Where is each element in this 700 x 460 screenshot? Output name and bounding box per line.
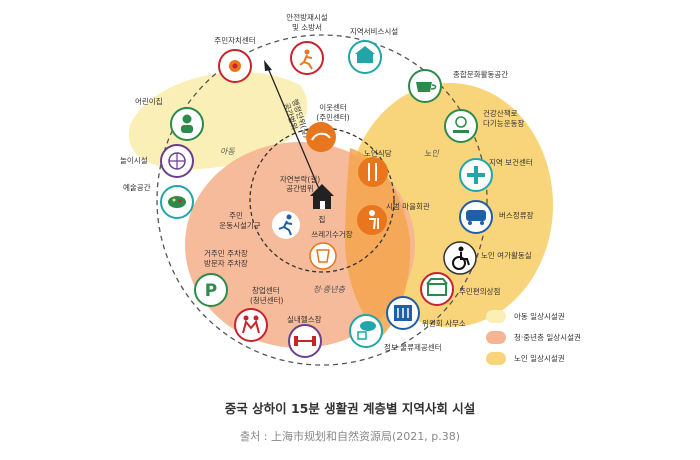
committee-office-label: 위원회 사무소 [422,319,466,328]
regional-service-icon [348,40,382,74]
kindergarten-icon [170,107,204,141]
health-trail-label-1: 건강산책로 [483,108,518,118]
resident-sports-label-1: 주민 [229,210,243,220]
legend-item-child: 아동 일상시설권 [486,306,581,327]
legend-label-elder: 노인 일상시설권 [514,354,565,363]
safety-fire-icon [290,41,324,75]
elder-leisure-icon [443,241,477,275]
resident-sports-icon [272,211,300,239]
walk-range-line2: 공간범위 [286,183,314,193]
bus-stop-label: 버스정류장 [499,210,534,220]
safety-fire-label-1: 안전방재시설 [286,12,327,22]
kindergarten-label: 어린이집 [135,96,163,106]
canteen-label: 노인식당 [364,148,392,158]
startup-center-icon [234,308,268,342]
caption-source: 출처 : 上海市规划和自然资源局(2021, p.38) [240,430,460,443]
zone-label-child: 아동 [220,147,235,156]
bus-stop-icon [459,200,493,234]
residents-center-label: 주민자치센터 [214,35,255,45]
health-center-label: 지역 보건센터 [489,157,533,167]
info-logistics-label: 정보·물류제공센터 [384,342,442,352]
indoor-gym-label: 실내헬스장 [287,314,322,324]
cultural-activity-icon [408,69,442,103]
legend-label-child: 아동 일상시설권 [514,312,565,321]
home-icon [310,184,334,209]
caption-title: 중국 상하이 15분 생활권 계층별 지역사회 시설 [224,401,476,416]
elder-leisure-label: 노인 여가활동실 [481,250,532,260]
health-trail-icon [444,109,478,143]
art-space-label: 예술공간 [123,182,151,192]
parking-label-2: 방문자 주차장 [204,258,248,268]
cultural-activity-label: 종합문화활동공간 [453,69,508,79]
info-logistics-icon [349,314,383,348]
parking-label-1: 거주민 주차장 [204,248,248,258]
waste-station-label: 쓰레기수거장 [311,229,352,239]
zone-label-elder: 노인 [424,149,439,158]
resident-sports-label-2: 운동시설기구 [219,221,260,230]
legend-swatch-child [486,310,506,323]
neighbor-center-label-2: (주민센터) [316,112,350,122]
elder-meeting-icon [357,205,387,235]
neighbor-center-label-1: 이웃센터 [319,102,347,112]
canteen-icon [358,157,388,187]
legend-item-youth: 청·중년층 일상시설권 [486,327,581,348]
legend-swatch-elder [486,352,506,365]
svg-text:P: P [205,281,217,301]
legend-label-youth: 청·중년층 일상시설권 [514,333,581,342]
range-arrow-head [264,60,272,71]
waste-station-icon [309,242,337,270]
regional-service-label: 지역서비스시설 [350,26,398,36]
playground-label: 놀이시설 [120,155,148,165]
range-arrow [267,67,323,197]
legend: 아동 일상시설권 청·중년층 일상시설권 노인 일상시설권 [486,306,581,369]
overlap-zone [345,148,411,338]
art-space-icon [160,185,194,219]
playground-icon [160,144,194,178]
elder-meeting-label: 시범 마을회관 [386,201,430,211]
health-trail-label-2: 다기능운동장 [483,118,524,128]
parking-icon: P [194,273,228,307]
outer-ring [156,34,488,366]
startup-center-label-1: 창업센터 [252,285,280,295]
startup-center-label-2: (청년센터) [250,295,284,305]
walk-range-line1: 자연부락(길) [280,175,320,184]
home-label: 집 [319,214,326,224]
health-center-icon [459,158,493,192]
legend-swatch-youth [486,331,506,344]
residents-center-icon [218,49,252,83]
committee-office-icon [386,296,420,330]
legend-item-elder: 노인 일상시설권 [486,348,581,369]
zone-label-youth: 청·중년층 [313,285,346,294]
neighbor-center-icon [306,122,336,152]
safety-fire-label-2: 및 소방서 [292,22,322,32]
convenience-store-label: 주민편의상점 [459,286,500,296]
convenience-store-icon [420,272,454,306]
indoor-gym-icon [288,324,322,358]
facility-diagram: 집 자연부락(길) 공간범위 행정단위(길) 공간범위 아동 노인 청·중년층 … [120,12,553,366]
